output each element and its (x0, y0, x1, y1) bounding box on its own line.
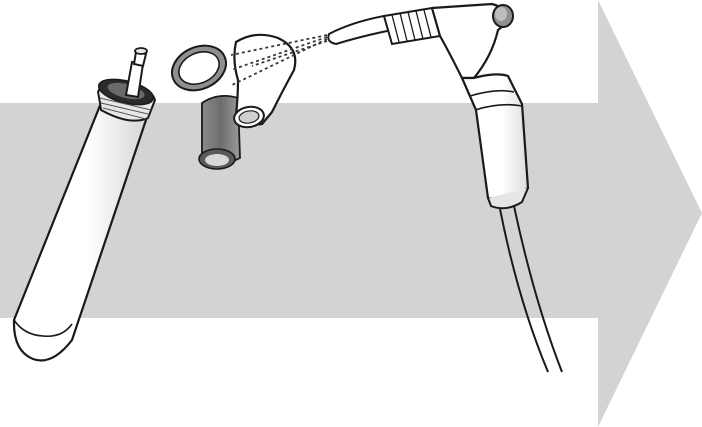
air-syringe-head (432, 4, 513, 78)
air-syringe-tip (328, 16, 392, 44)
cone-sleeve (199, 96, 240, 169)
air-syringe-collar (384, 8, 440, 44)
sealing-ring (165, 37, 233, 98)
